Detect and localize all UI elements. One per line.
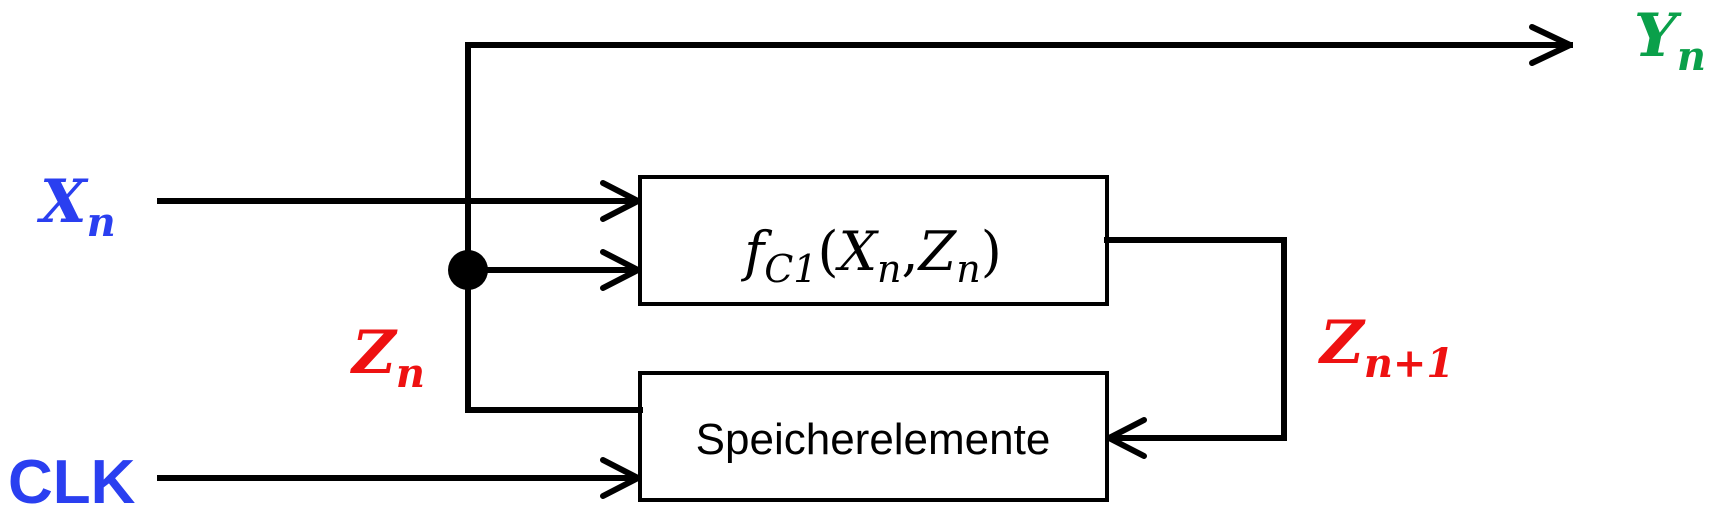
input-label: Xn [36, 167, 116, 246]
logic-close-paren: ) [981, 220, 1002, 283]
output-label: Yn [1634, 1, 1706, 80]
logic-arg2-sub: n [956, 247, 980, 291]
output-label-sub: n [1677, 33, 1706, 80]
junction-dot [448, 250, 488, 290]
memory-elements-block [638, 371, 1109, 502]
combinational-logic-block [638, 175, 1109, 306]
state-label: Zn [350, 318, 425, 397]
input-arrowhead [600, 180, 641, 222]
logic-arg1-sub: n [877, 247, 901, 291]
output-label-main: Y [1634, 1, 1682, 71]
clock-label: CLK [8, 448, 136, 517]
logic-function-label: fC1(Xn,Zn) [740, 220, 1002, 291]
next-state-arrowhead [1106, 417, 1147, 459]
state-label-sub: n [396, 350, 425, 397]
clock-arrowhead [600, 457, 641, 499]
logic-arg1-main: X [835, 220, 880, 283]
input-label-sub: n [87, 199, 116, 246]
next-state-wire [1104, 237, 1287, 441]
next-state-label-sub: n+1 [1364, 340, 1454, 387]
logic-open-paren: ( [817, 220, 838, 283]
output-arrowhead [1529, 24, 1573, 66]
state-label-main: Z [350, 318, 398, 388]
logic-comma: , [902, 220, 919, 283]
next-state-label: Zn+1 [1318, 308, 1454, 387]
logic-arg2-main: Z [917, 220, 958, 283]
input-label-main: X [36, 167, 89, 237]
memory-block-label: Speicherelemente [696, 415, 1051, 464]
logic-function-sub: C1 [764, 247, 817, 291]
state-to-logic-arrowhead [600, 249, 641, 291]
next-state-label-main: Z [1318, 308, 1366, 378]
state-wire [465, 375, 643, 413]
